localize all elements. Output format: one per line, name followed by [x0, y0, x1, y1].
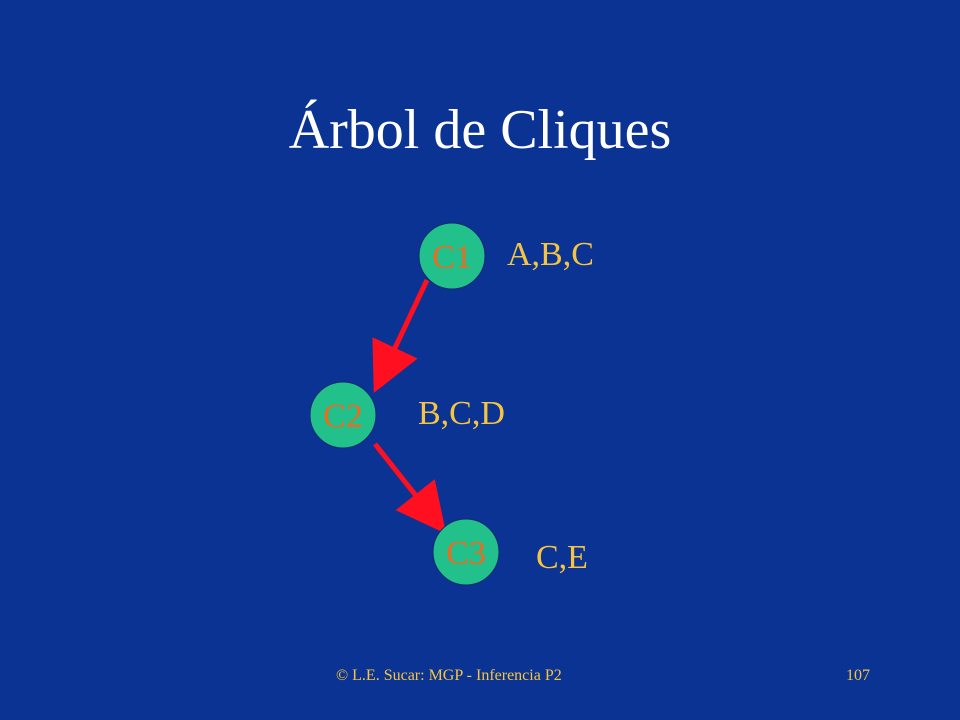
node-label-c3: C3	[446, 535, 486, 572]
clique-variables-c3: C,E	[536, 539, 588, 576]
node-c1: C1	[418, 222, 486, 290]
node-c3: C3	[432, 518, 500, 586]
slide-title: Árbol de Cliques	[288, 99, 672, 161]
edge-c2-c3	[373, 442, 447, 534]
clique-variables-c2: B,C,D	[418, 395, 505, 432]
node-c2: C2	[309, 381, 377, 449]
node-label-c2: C2	[323, 398, 363, 435]
edge-c1-c2	[372, 278, 430, 394]
clique-variables-c1: A,B,C	[507, 236, 594, 273]
node-label-c1: C1	[432, 239, 472, 276]
footer-copyright: © L.E. Sucar: MGP - Inferencia P2	[336, 667, 562, 684]
footer-page-number: 107	[846, 667, 870, 684]
